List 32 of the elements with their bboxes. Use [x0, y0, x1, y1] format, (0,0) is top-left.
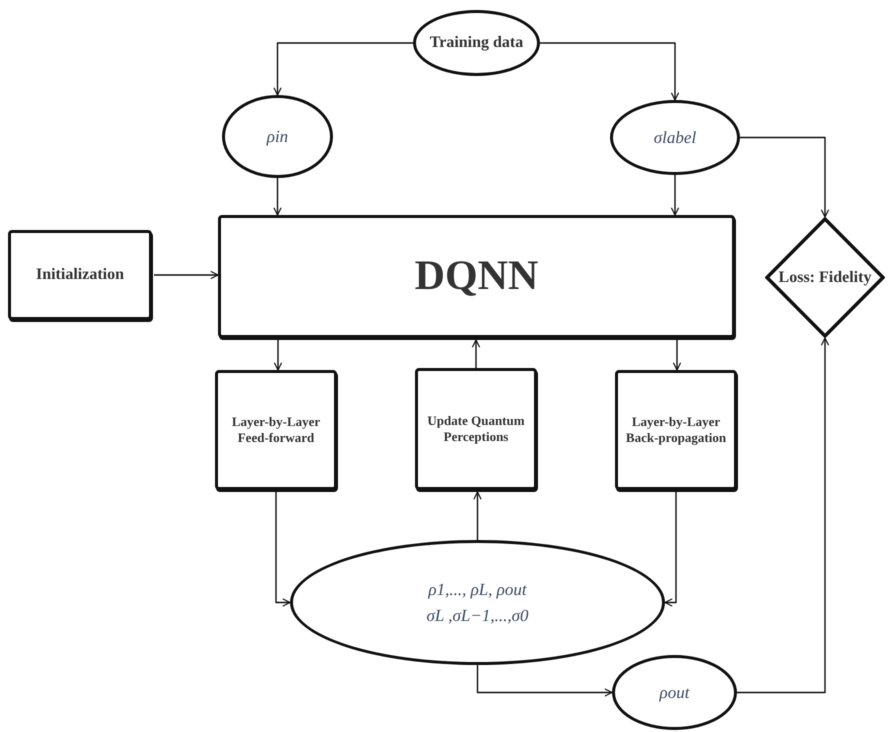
math-label: σL ,σL−1,...,σ0	[426, 604, 528, 626]
node-label: DQNN	[414, 252, 540, 302]
node-label: Update Quantum Perceptions	[426, 412, 526, 446]
math-label: ρ1,..., ρL, ρout	[428, 579, 527, 601]
process-box	[415, 368, 537, 490]
node-label: Initialization	[34, 265, 125, 285]
arrow	[740, 136, 830, 218]
math-label: ρout	[660, 682, 690, 704]
math-label: σlabel	[654, 126, 696, 149]
arrow	[670, 175, 680, 216]
node-label: Layer-by-Layer Back-propagation	[624, 414, 728, 446]
arrow	[540, 42, 680, 101]
math-label: ρin	[266, 126, 288, 148]
node-label: Loss: Fidelity	[778, 268, 872, 288]
process-box	[218, 215, 735, 338]
arrow	[664, 492, 677, 607]
node-label: Layer-by-Layer Feed-forward	[230, 414, 322, 446]
arrow	[273, 42, 413, 96]
arrow	[273, 178, 282, 216]
arrow	[476, 665, 613, 697]
arrow	[275, 492, 291, 607]
arrow	[737, 337, 830, 694]
arrow	[274, 340, 282, 371]
decision-diamond	[765, 217, 885, 338]
arrow	[154, 270, 219, 280]
arrow	[472, 339, 480, 368]
process-box	[615, 370, 737, 490]
process-box	[215, 370, 337, 490]
arrow	[473, 491, 482, 540]
node-label: Training data	[428, 33, 524, 53]
arrow	[672, 340, 682, 371]
process-box	[8, 230, 152, 320]
